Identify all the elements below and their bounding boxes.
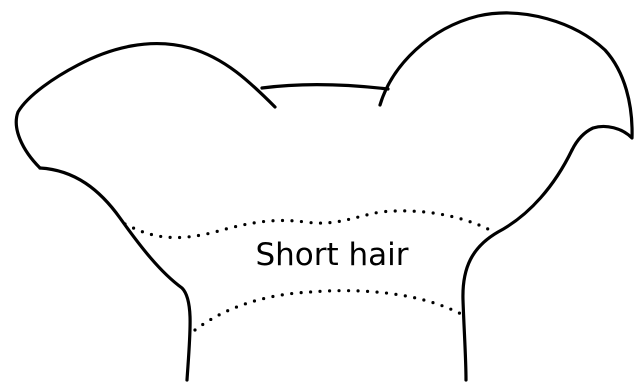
head-top-outline [262, 85, 388, 89]
left-ear-upper-outline [16, 44, 275, 168]
right-ear-upper-outline [380, 13, 632, 150]
short-hair-lower-boundary [195, 291, 463, 330]
short-hair-label: Short hair [255, 237, 408, 273]
left-side-outline [40, 168, 190, 380]
right-side-outline [463, 150, 572, 380]
short-hair-upper-boundary [125, 211, 490, 238]
